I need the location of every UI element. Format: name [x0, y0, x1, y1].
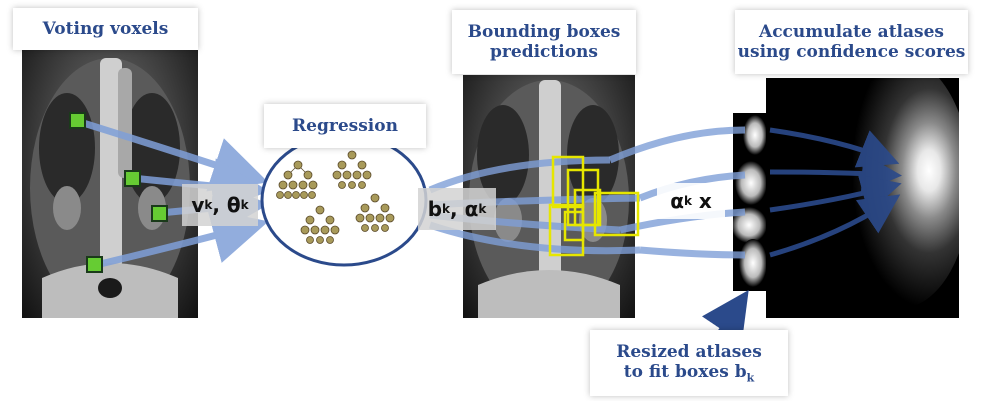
regression-forest-trees: [276, 150, 395, 244]
alpha2-subscript: k: [683, 194, 692, 208]
b-symbol: b: [427, 197, 443, 221]
bounding-boxes-label: Bounding boxes predictions: [452, 10, 636, 74]
regression-text: Regression: [292, 115, 398, 136]
resized-line2: to fit boxes b: [623, 361, 747, 382]
voting-voxels-label: Voting voxels: [13, 8, 198, 50]
voting-voxels-text: Voting voxels: [42, 18, 169, 39]
v-subscript: k: [204, 198, 213, 212]
alpha-subscript: k: [478, 202, 487, 216]
times-symbol: x: [698, 189, 712, 213]
resized-line1: Resized atlases: [616, 341, 762, 362]
alpha2-symbol: α: [670, 189, 684, 213]
predicted-bounding-boxes: [548, 155, 640, 257]
regression-ellipse: [260, 133, 428, 267]
bounding-boxes-line2: predictions: [490, 42, 598, 62]
accumulate-atlases-label: Accumulate atlases using confidence scor…: [735, 10, 968, 74]
regression-label: Regression: [264, 104, 426, 148]
b-subscript: k: [442, 202, 450, 216]
resized-atlases-label: Resized atlases to fit boxes bk: [590, 330, 788, 396]
theta-symbol: θ: [226, 193, 241, 217]
resized-subscript: k: [746, 371, 755, 385]
accumulate-line2: using confidence scores: [737, 42, 966, 62]
accumulate-line1: Accumulate atlases: [759, 21, 944, 42]
v-symbol: v: [191, 193, 205, 217]
theta-subscript: k: [240, 198, 249, 212]
voting-voxel-markers: [69, 112, 168, 273]
alpha-symbol: α: [464, 197, 479, 221]
bounding-boxes-line1: Bounding boxes: [467, 21, 621, 42]
